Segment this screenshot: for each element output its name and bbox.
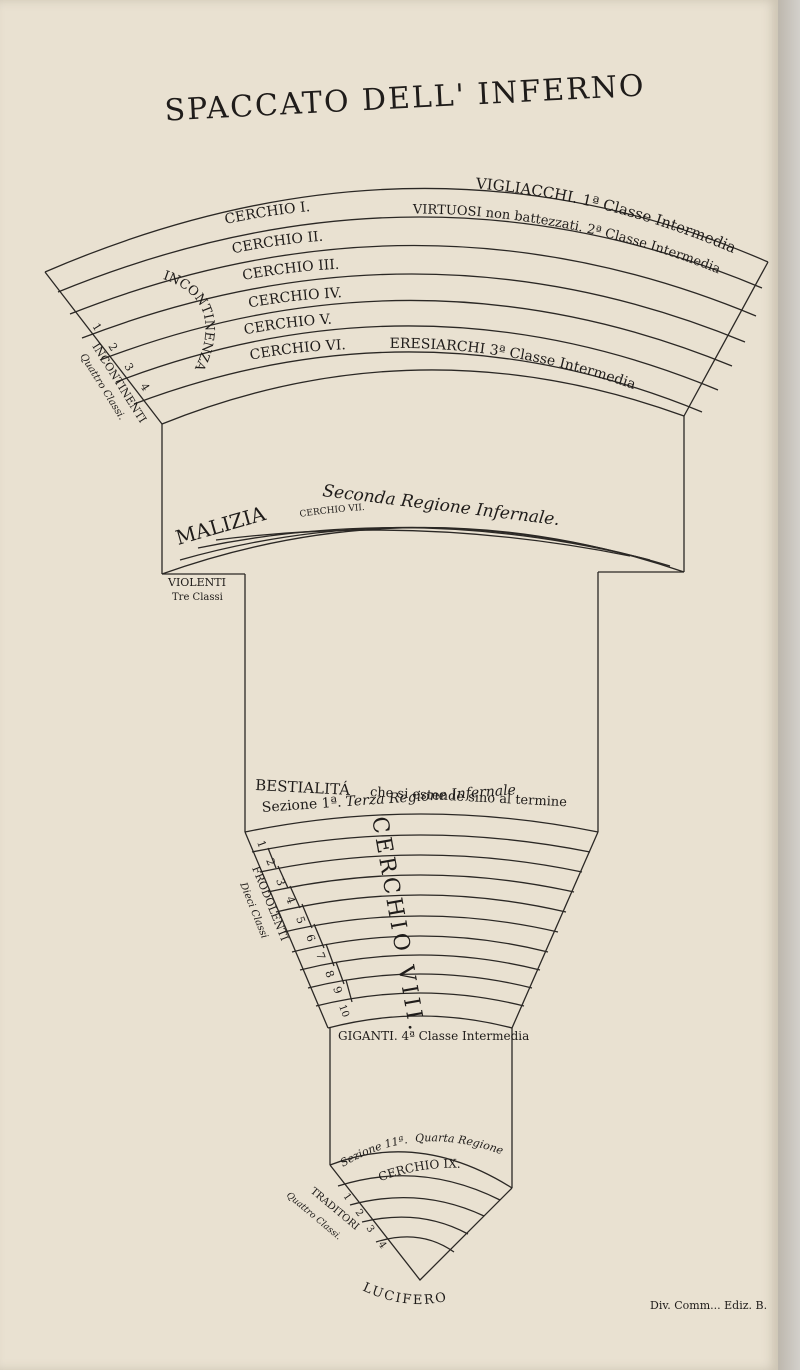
cerchio-viii-label: CERCHIO VIII. (366, 815, 429, 1036)
cerchio-ii-label: CERCHIO II. (231, 229, 324, 258)
sezione-1-label: Sezione 1ª. (261, 794, 342, 816)
viii-num-8: 8 (322, 969, 337, 980)
viii-num-5: 5 (293, 915, 308, 926)
cerchio-iii-label: CERCHIO III. (241, 257, 340, 284)
upper-num-4: 4 (137, 381, 152, 394)
violenti-label: VIOLENTI (167, 576, 226, 589)
lucifero-label: LUCIFERO (360, 1280, 449, 1308)
third-region-column (244, 572, 599, 833)
cerchio-viii-funnel (244, 831, 599, 1029)
viii-num-1: 1 (254, 839, 269, 850)
cerchio-iv-label: CERCHIO IV. (247, 285, 342, 311)
ix-num-2: 2 (353, 1207, 366, 1219)
upper-arcs (44, 187, 769, 425)
violenti-classes: Tre Classi (172, 592, 223, 603)
viii-num-6: 6 (303, 933, 318, 944)
page-edge (778, 0, 800, 1370)
cerchio-vii-label: CERCHIO VII. (299, 503, 365, 520)
viii-num-2: 2 (263, 857, 278, 868)
cerchio-vi-label: CERCHIO VI. (249, 337, 347, 363)
fourth-region (329, 1028, 513, 1281)
upper-num-3: 3 (121, 361, 136, 374)
page-title: SPACCATO DELL' INFERNO (164, 68, 647, 128)
giganti-label: GIGANTI. 4ª Classe Intermedia (338, 1029, 529, 1043)
arc-label-eresiarchi: ERESIARCHI 3ª Classe Intermedia (390, 336, 638, 393)
viii-num-10: 10 (336, 1003, 351, 1019)
bestialita-label: BESTIALITÁ (255, 776, 351, 799)
traditori-label: TRADITORI (308, 1186, 361, 1233)
ix-num-4: 4 (376, 1239, 389, 1251)
cerchio-ix-label: CERCHIO IX. (376, 1157, 461, 1185)
ix-num-3: 3 (364, 1223, 377, 1235)
second-region-block (161, 416, 685, 575)
ix-num-1: 1 (341, 1191, 354, 1203)
viii-num-9: 9 (330, 985, 345, 996)
page-paper (0, 0, 778, 1370)
viii-num-3: 3 (273, 877, 288, 888)
viii-num-4: 4 (283, 895, 298, 906)
arc-label-virtuosi: VIRTUOSI non battezzati. 2ª Classe Inter… (412, 202, 723, 277)
viii-num-7: 7 (313, 951, 328, 962)
publisher-footer: Div. Comm... Ediz. B. (650, 1299, 767, 1312)
